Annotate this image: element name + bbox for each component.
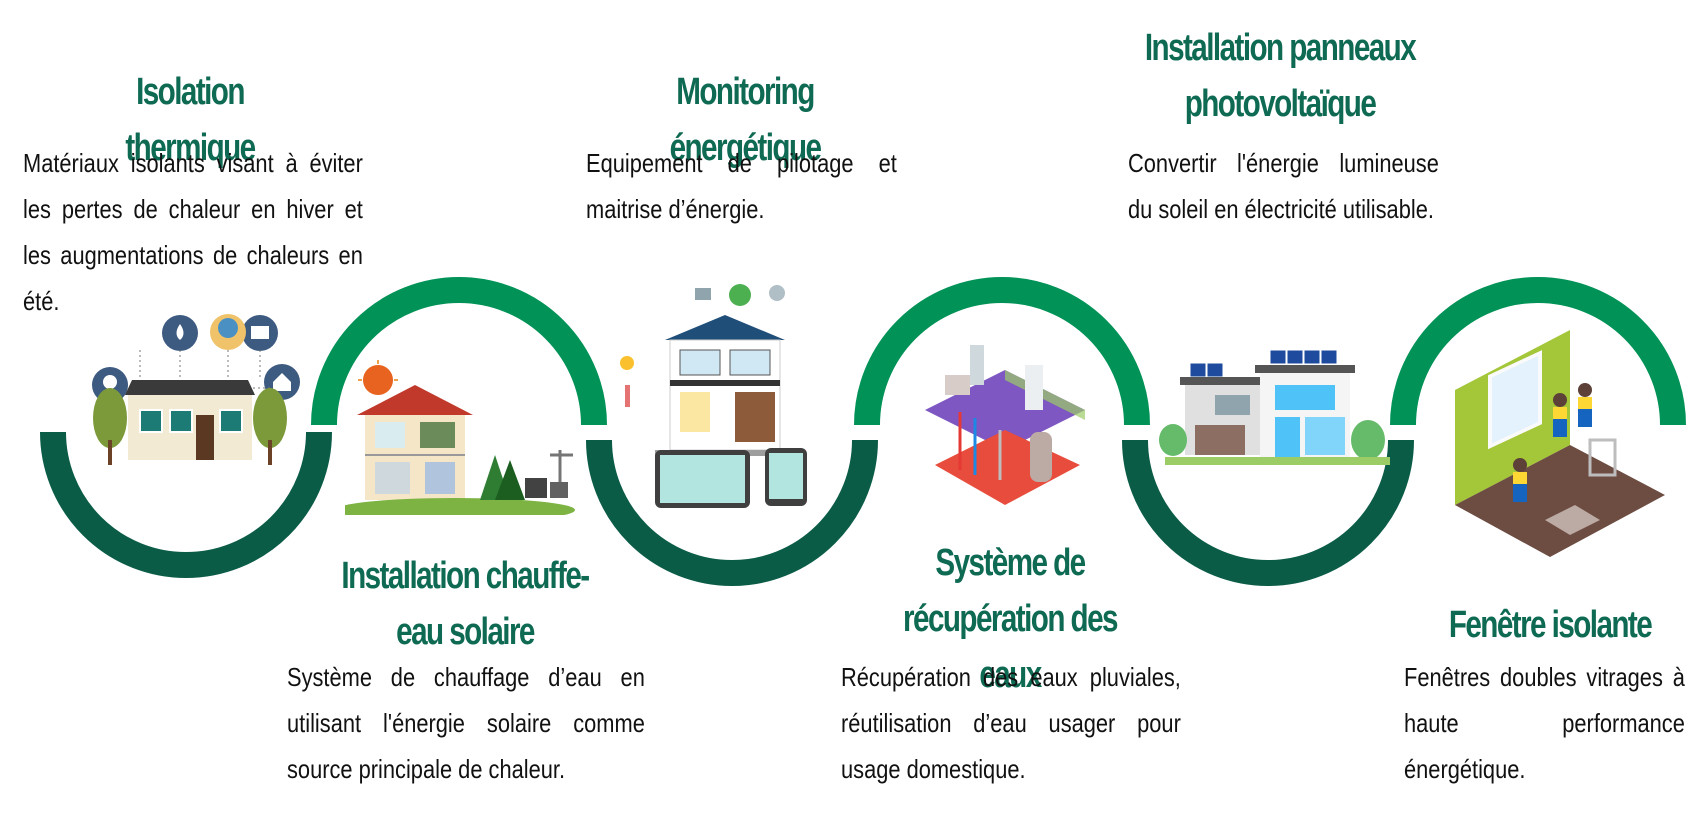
step-5-title: Installation panneaux photovoltaïque — [1144, 27, 1417, 125]
step-2-title: Installation chauffe-eau solaire — [341, 555, 590, 653]
window-installation-icon — [1450, 325, 1670, 565]
arc-top-2 — [311, 277, 607, 426]
arc-bottom-3 — [586, 439, 878, 586]
step-1-description: Matériaux isolants visant à éviter les p… — [23, 148, 363, 316]
insulated-house-icon — [80, 310, 310, 490]
smart-home-monitoring-icon — [615, 280, 845, 510]
step-2-description: Système de chauffage d’eau en utilisant … — [287, 662, 645, 784]
step-5-description: Convertir l'énergie lumineuse du soleil … — [1128, 148, 1439, 224]
step-3-title: Monitoring énergétique — [669, 71, 822, 169]
arc-bottom-5 — [1122, 439, 1414, 586]
arc-top-4 — [854, 277, 1150, 426]
step-4-title: Système de récupération des eaux — [903, 542, 1118, 696]
water-recovery-system-icon — [915, 340, 1095, 510]
solar-water-heater-house-icon — [345, 360, 590, 515]
photovoltaic-house-icon — [1155, 345, 1395, 485]
step-4-description: Récupération des eaux pluviales, réutili… — [841, 662, 1181, 784]
step-3-description: Equipement de pilotage et maitrise d’éne… — [586, 148, 897, 224]
arc-top-6 — [1390, 277, 1686, 426]
step-6-title: Fenêtre isolante — [1448, 604, 1653, 646]
step-6-description: Fenêtres doubles vitrages à haute perfor… — [1404, 662, 1685, 784]
arc-bottom-1 — [40, 431, 332, 578]
step-1-title: Isolation thermique — [125, 71, 256, 169]
